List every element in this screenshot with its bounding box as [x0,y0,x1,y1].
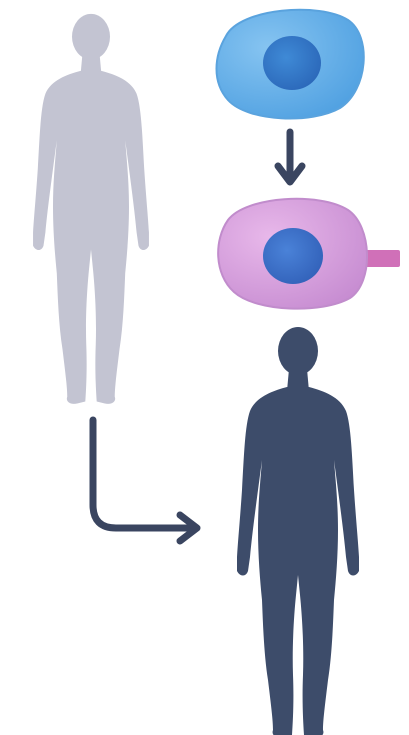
arrow-down-icon [278,132,302,182]
source-cell-icon [217,10,364,119]
engineered-cell-icon [218,199,400,309]
donor-figure-icon [33,14,149,404]
recipient-figure-icon [237,327,359,735]
elbow-arrow-right-icon [93,420,197,541]
